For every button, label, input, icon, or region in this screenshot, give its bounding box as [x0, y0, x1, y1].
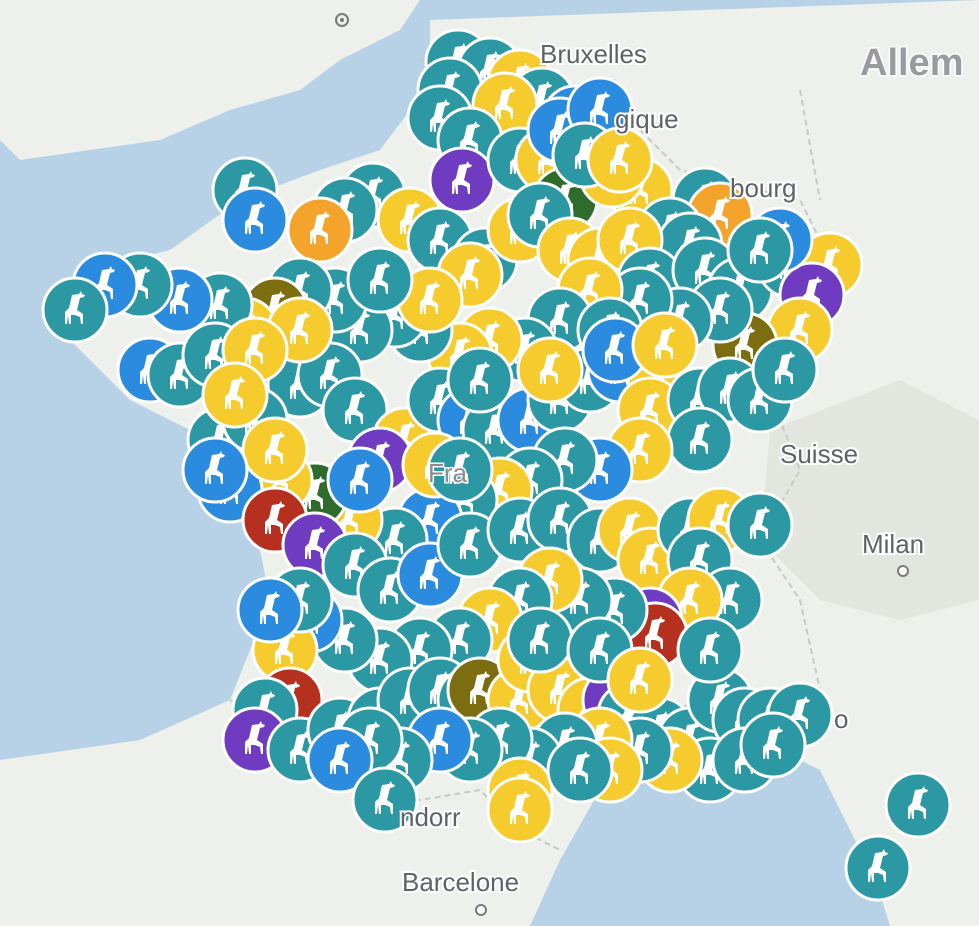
map-marker[interactable] [506, 606, 574, 674]
uk-land [0, 0, 420, 160]
map-marker[interactable] [286, 196, 354, 264]
city-dot-london-inner [340, 18, 344, 22]
map-marker[interactable] [666, 406, 734, 474]
map-marker[interactable] [676, 616, 744, 684]
map-marker[interactable] [726, 216, 794, 284]
marker-layer [41, 28, 952, 902]
map-marker[interactable] [41, 276, 109, 344]
label-andorre: ndorr [400, 802, 461, 832]
map-marker[interactable] [751, 336, 819, 404]
label-luxembourg: bourg [730, 173, 797, 203]
map-marker[interactable] [181, 436, 249, 504]
map-marker[interactable] [426, 436, 494, 504]
label-france: Fra [428, 458, 468, 488]
map-marker[interactable] [306, 726, 374, 794]
city-dot-london [335, 13, 349, 27]
map-marker[interactable] [739, 711, 807, 779]
label-suisse: Suisse [780, 439, 858, 469]
map-marker[interactable] [631, 311, 699, 379]
mediterranean [560, 740, 880, 926]
label-barcelone: Barcelone [402, 867, 519, 897]
map-marker[interactable] [351, 766, 419, 834]
map-marker[interactable] [346, 246, 414, 314]
map-marker[interactable] [546, 736, 614, 804]
label-bruxelles: Bruxelles [540, 39, 647, 69]
map-marker[interactable] [884, 771, 952, 839]
label-monaco: o [834, 704, 848, 734]
label-belgique: gique [615, 104, 679, 134]
map-marker[interactable] [201, 361, 269, 429]
map-marker[interactable] [428, 146, 496, 214]
map-marker[interactable] [516, 336, 584, 404]
map-marker[interactable] [326, 446, 394, 514]
map-marker[interactable] [446, 346, 514, 414]
label-milan: Milan [862, 529, 924, 559]
map-marker[interactable] [241, 416, 309, 484]
map-marker[interactable] [844, 834, 912, 902]
map-marker[interactable] [486, 776, 554, 844]
map-marker[interactable] [606, 646, 674, 714]
map-marker[interactable] [221, 186, 289, 254]
city-dot-barcelone [475, 904, 487, 916]
map-marker[interactable] [236, 576, 304, 644]
map-marker[interactable] [586, 126, 654, 194]
alps-relief [760, 380, 979, 620]
label-allemagne: Allem [860, 42, 963, 84]
map-marker[interactable] [726, 491, 794, 559]
city-dot-milan [897, 565, 909, 577]
